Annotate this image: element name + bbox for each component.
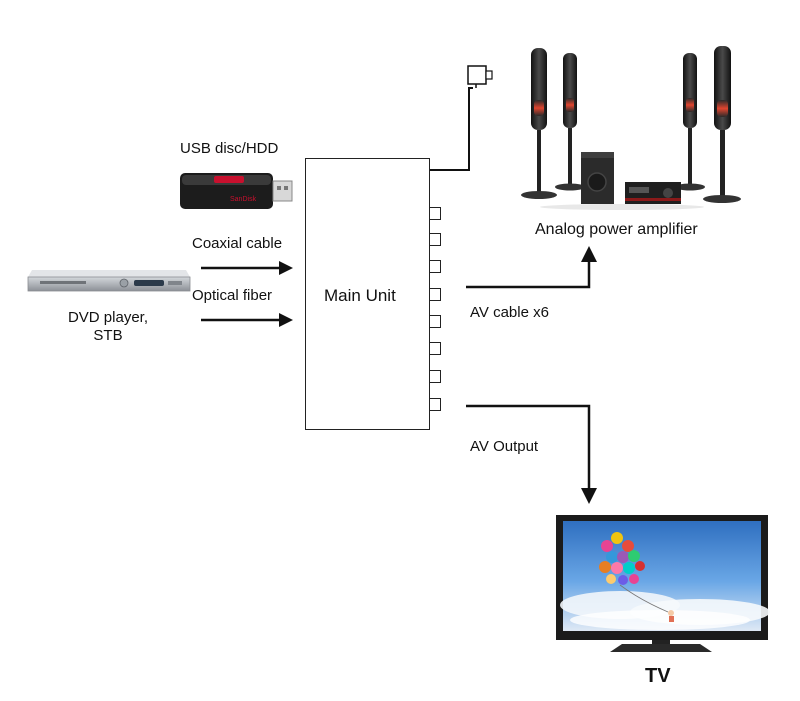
- main-unit-label: Main Unit: [324, 286, 396, 305]
- power-cord: [430, 65, 493, 171]
- dvd-player-image: [27, 270, 191, 292]
- av-port-4: [430, 288, 441, 301]
- av-cable-arrow: [466, 246, 597, 289]
- av-output-arrow: [466, 404, 597, 504]
- av-cable-label: AV cable x6: [470, 304, 549, 321]
- coaxial-label: Coaxial cable: [192, 235, 283, 252]
- usb-drive-image: SanDisk: [180, 173, 293, 209]
- av-port-8: [430, 398, 441, 411]
- tv-image: [556, 515, 770, 652]
- av-output-label: AV Output: [470, 438, 539, 455]
- av-port-7: [430, 370, 441, 383]
- dvd-label: DVD player, STB: [56, 309, 160, 345]
- main-unit-box: [305, 158, 430, 430]
- usb-label: USB disc/HDD: [180, 140, 279, 157]
- av-port-1: [430, 207, 441, 220]
- home-theater-image: [521, 46, 741, 210]
- optical-arrow: [201, 313, 293, 327]
- av-port-3: [430, 260, 441, 273]
- tv-label: TV: [645, 665, 671, 687]
- av-port-6: [430, 342, 441, 355]
- coaxial-arrow: [201, 261, 293, 275]
- usb-brand-text: SanDisk: [230, 196, 257, 203]
- dvd-label-line1: DVD player,: [67, 309, 149, 326]
- optical-label: Optical fiber: [192, 287, 273, 304]
- dvd-label-line2: STB: [93, 327, 123, 344]
- amplifier-label: Analog power amplifier: [535, 221, 698, 238]
- av-port-5: [430, 315, 441, 328]
- av-port-2: [430, 233, 441, 246]
